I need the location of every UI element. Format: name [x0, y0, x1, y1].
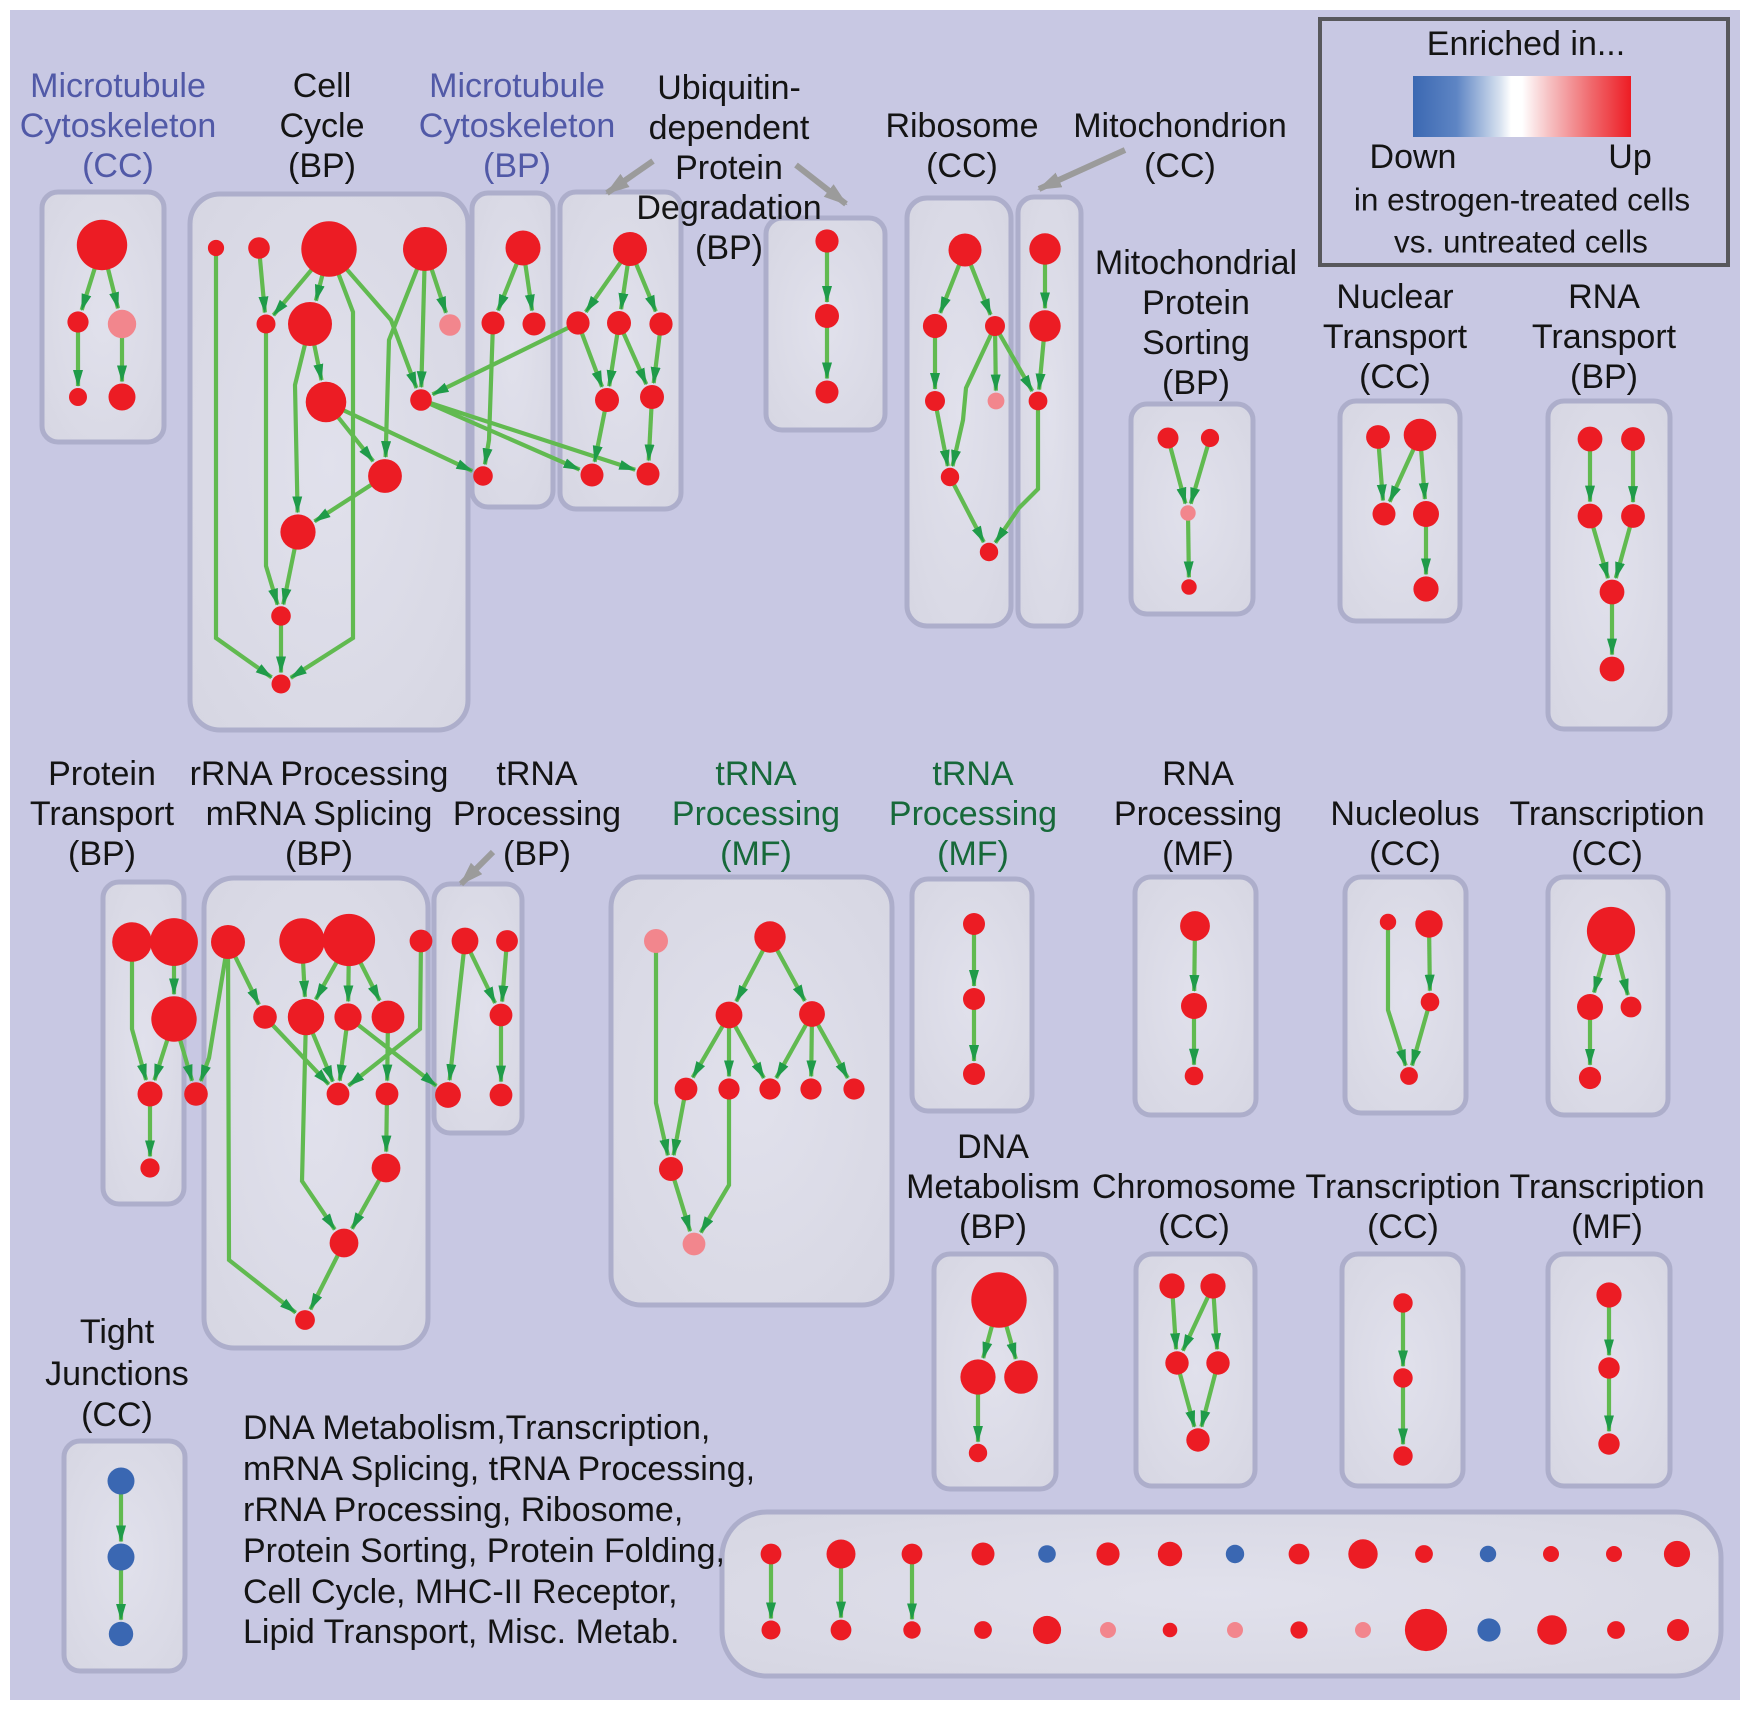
svg-text:(BP): (BP)	[288, 147, 356, 185]
svg-text:Cycle: Cycle	[279, 107, 364, 145]
svg-text:Protein: Protein	[48, 755, 156, 793]
svg-text:Nucleolus: Nucleolus	[1330, 795, 1479, 833]
svg-text:Ubiquitin-: Ubiquitin-	[657, 69, 801, 107]
svg-text:rRNA Processing: rRNA Processing	[190, 755, 449, 793]
svg-text:Cytoskeleton: Cytoskeleton	[419, 107, 616, 145]
svg-text:vs. untreated cells: vs. untreated cells	[1394, 223, 1648, 259]
svg-text:RNA: RNA	[1568, 278, 1640, 316]
svg-text:Ribosome: Ribosome	[885, 107, 1038, 145]
svg-text:Sorting: Sorting	[1142, 324, 1250, 362]
svg-text:Junctions: Junctions	[45, 1355, 189, 1393]
svg-text:Degradation: Degradation	[636, 189, 821, 227]
svg-text:(CC): (CC)	[82, 147, 154, 185]
svg-text:Processing: Processing	[453, 795, 621, 833]
svg-text:(MF): (MF)	[1571, 1208, 1643, 1246]
svg-text:(BP): (BP)	[285, 835, 353, 873]
svg-text:Cytoskeleton: Cytoskeleton	[20, 107, 217, 145]
svg-text:in estrogen-treated cells: in estrogen-treated cells	[1354, 181, 1690, 217]
svg-text:DNA Metabolism,Transcription,: DNA Metabolism,Transcription,	[243, 1409, 710, 1447]
svg-text:mRNA Splicing: mRNA Splicing	[206, 795, 433, 833]
svg-text:Protein: Protein	[675, 149, 783, 187]
svg-text:Transport: Transport	[30, 795, 175, 833]
svg-text:Enriched in...: Enriched in...	[1427, 25, 1625, 63]
svg-text:(MF): (MF)	[1162, 835, 1234, 873]
svg-text:Nuclear: Nuclear	[1336, 278, 1453, 316]
svg-text:(CC): (CC)	[81, 1396, 153, 1434]
svg-text:Microtubule: Microtubule	[30, 67, 206, 105]
svg-text:dependent: dependent	[649, 109, 810, 147]
svg-text:Cell: Cell	[293, 67, 352, 105]
svg-text:Mitochondrion: Mitochondrion	[1073, 107, 1287, 145]
svg-text:tRNA: tRNA	[932, 755, 1014, 793]
svg-text:DNA: DNA	[957, 1128, 1029, 1166]
svg-text:Down: Down	[1370, 138, 1457, 176]
svg-text:Protein Sorting, Protein Foldi: Protein Sorting, Protein Folding,	[243, 1532, 725, 1570]
svg-text:(CC): (CC)	[1369, 835, 1441, 873]
svg-text:(BP): (BP)	[503, 835, 571, 873]
svg-text:(CC): (CC)	[1571, 835, 1643, 873]
svg-text:Cell Cycle, MHC-II Receptor,: Cell Cycle, MHC-II Receptor,	[243, 1573, 678, 1611]
svg-text:Mitochondrial: Mitochondrial	[1095, 244, 1297, 282]
svg-text:Transport: Transport	[1323, 318, 1468, 356]
svg-text:Processing: Processing	[889, 795, 1057, 833]
svg-text:Lipid Transport, Misc. Metab.: Lipid Transport, Misc. Metab.	[243, 1613, 680, 1651]
svg-text:(CC): (CC)	[926, 147, 998, 185]
svg-text:(CC): (CC)	[1367, 1208, 1439, 1246]
svg-text:Tight: Tight	[80, 1313, 155, 1351]
svg-text:Microtubule: Microtubule	[429, 67, 605, 105]
svg-text:(CC): (CC)	[1144, 147, 1216, 185]
svg-text:Transcription: Transcription	[1509, 1168, 1704, 1206]
svg-text:mRNA Splicing, tRNA Processing: mRNA Splicing, tRNA Processing,	[243, 1450, 755, 1488]
svg-text:Metabolism: Metabolism	[906, 1168, 1080, 1206]
svg-text:(BP): (BP)	[483, 147, 551, 185]
svg-text:(BP): (BP)	[1570, 358, 1638, 396]
svg-text:(BP): (BP)	[68, 835, 136, 873]
svg-text:Transcription: Transcription	[1509, 795, 1704, 833]
svg-text:Up: Up	[1608, 138, 1651, 176]
svg-text:Transcription: Transcription	[1305, 1168, 1500, 1206]
svg-text:(MF): (MF)	[937, 835, 1009, 873]
svg-text:(BP): (BP)	[695, 229, 763, 267]
svg-text:RNA: RNA	[1162, 755, 1234, 793]
svg-text:Chromosome: Chromosome	[1092, 1168, 1296, 1206]
svg-text:(CC): (CC)	[1359, 358, 1431, 396]
svg-text:Processing: Processing	[672, 795, 840, 833]
svg-text:(BP): (BP)	[959, 1208, 1027, 1246]
svg-text:tRNA: tRNA	[496, 755, 578, 793]
svg-text:tRNA: tRNA	[715, 755, 797, 793]
svg-text:Transport: Transport	[1532, 318, 1677, 356]
svg-text:(MF): (MF)	[720, 835, 792, 873]
svg-text:(CC): (CC)	[1158, 1208, 1230, 1246]
svg-text:Processing: Processing	[1114, 795, 1282, 833]
svg-text:(BP): (BP)	[1162, 364, 1230, 402]
svg-text:Protein: Protein	[1142, 284, 1250, 322]
svg-text:rRNA Processing, Ribosome,: rRNA Processing, Ribosome,	[243, 1491, 683, 1529]
